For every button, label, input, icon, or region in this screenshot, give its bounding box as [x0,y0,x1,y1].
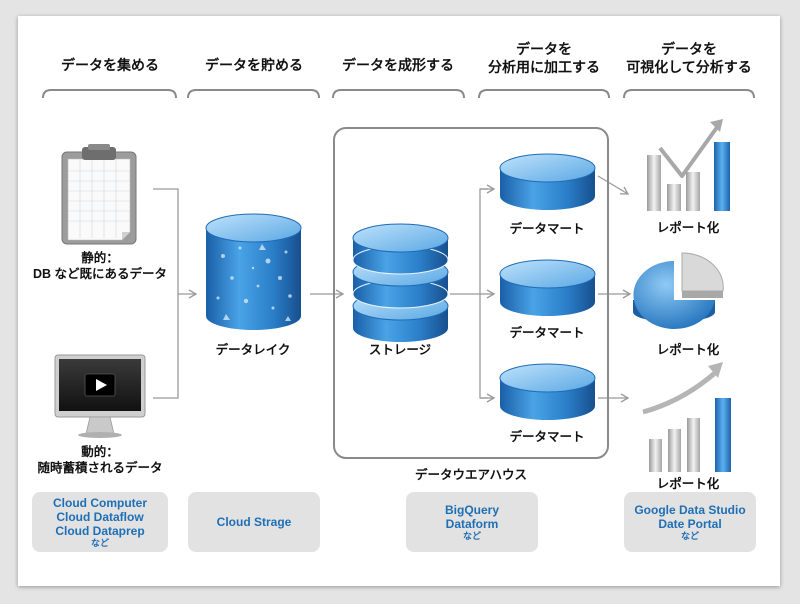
header-brackets [42,89,755,99]
diagram-canvas: データを集める データを貯める データを成形する データを 分析用に加工する デ… [18,16,780,586]
connector-lines [153,175,632,403]
report-label-2: レポート化 [656,343,720,357]
pie-chart-icon [633,252,724,329]
storage-label: ストレージ [368,343,432,357]
static-data-label: 静的： DB など既にあるデータ [32,251,168,281]
header-process: データを 分析用に加工する [488,41,600,75]
tool-box-collect: Cloud Computer Cloud Dataflow Cloud Data… [32,492,168,552]
clipboard-icon [61,144,137,245]
bar-chart-growth-icon [642,362,731,472]
datalake-cylinder-icon [205,213,302,330]
datamart-cylinder-icon-2 [499,259,596,316]
tool-box-visualize: Google Data Studio Date Portal など [624,492,756,552]
header-visualize: データを 可視化して分析する [626,41,752,75]
monitor-video-icon [54,354,146,438]
tool-box-warehouse: BigQuery Dataform など [406,492,538,552]
bar-chart-trend-icon [647,119,730,211]
report-label-3: レポート化 [656,477,720,491]
datamart-label-1: データマート [509,222,585,236]
report-label-1: レポート化 [656,221,720,235]
diagram-graphics [42,89,755,472]
header-shape: データを成形する [342,57,454,73]
datamart-label-3: データマート [509,430,585,444]
warehouse-label: データウエアハウス [414,468,527,482]
storage-cylinder-icon [352,223,449,342]
datamart-cylinder-icon-3 [499,363,596,420]
header-store: データを貯める [205,57,303,73]
dynamic-data-label: 動的： 随時蓄積されるデータ [37,445,163,475]
header-collect: データを集める [61,57,159,73]
datamart-label-2: データマート [509,326,585,340]
warehouse-frame [333,127,609,459]
tool-box-store: Cloud Strage [188,492,320,552]
datamart-cylinder-icon-1 [499,153,596,210]
datalake-label: データレイク [215,343,291,357]
